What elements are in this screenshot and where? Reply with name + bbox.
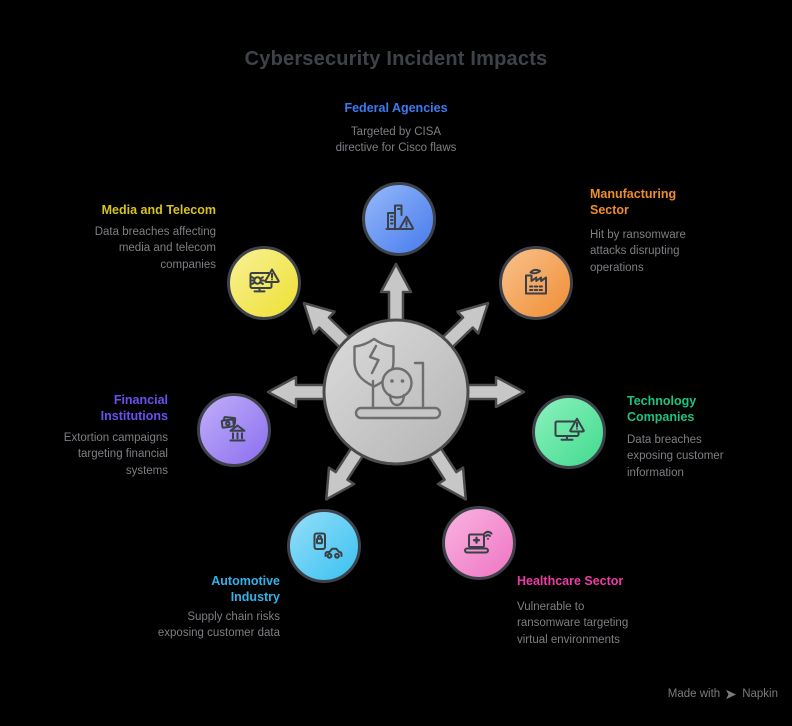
node-description: Hit by ransomware attacks disrupting ope…	[590, 229, 686, 274]
federal-agencies-node-circle	[362, 182, 436, 256]
node-description: Data breaches exposing customer informat…	[627, 434, 724, 479]
manufacturing-node-circle	[499, 246, 573, 320]
cash-bank-icon	[220, 416, 246, 442]
monitor-alert-icon	[554, 417, 585, 441]
node-label: Financial Institutions	[100, 393, 168, 424]
node-label: Technology Companies	[627, 394, 697, 425]
node-description: Data breaches affecting media and teleco…	[94, 226, 216, 271]
node-description: Targeted by CISA directive for Cisco fla…	[335, 126, 457, 155]
node-description: Supply chain risks exposing customer dat…	[157, 611, 280, 640]
footer-brand: Napkin	[742, 688, 778, 700]
node-description: Extortion campaigns targeting financial …	[63, 432, 168, 477]
monitor-virus-alert-icon	[249, 268, 280, 293]
node-label: Manufacturing Sector	[590, 187, 677, 218]
node-label: Healthcare Sector	[517, 574, 624, 588]
node-description: Vulnerable to ransomware targeting virtu…	[517, 601, 629, 646]
node-label: Media and Telecom	[101, 203, 216, 217]
medical-laptop-wifi-icon	[464, 530, 493, 554]
healthcare-node-circle	[442, 506, 516, 580]
napkin-logo-icon	[726, 689, 737, 699]
hacked-laptop-shield-icon	[353, 337, 442, 420]
financial-node-circle	[197, 393, 271, 467]
central-hub	[266, 262, 526, 501]
government-buildings-alert-icon	[385, 204, 415, 230]
made-with-napkin[interactable]: Made with Napkin	[668, 688, 778, 700]
node-label: Automotive Industry	[211, 574, 280, 605]
node-label: Federal Agencies	[344, 101, 448, 115]
factory-icon	[525, 268, 547, 295]
footer-text: Made with	[667, 688, 721, 700]
page-title: Cybersecurity Incident Impacts	[244, 48, 548, 70]
phone-lock-car-icon	[313, 532, 343, 559]
media-node-circle	[227, 246, 301, 320]
automotive-node-circle	[287, 509, 361, 583]
technology-node-circle	[532, 395, 606, 469]
